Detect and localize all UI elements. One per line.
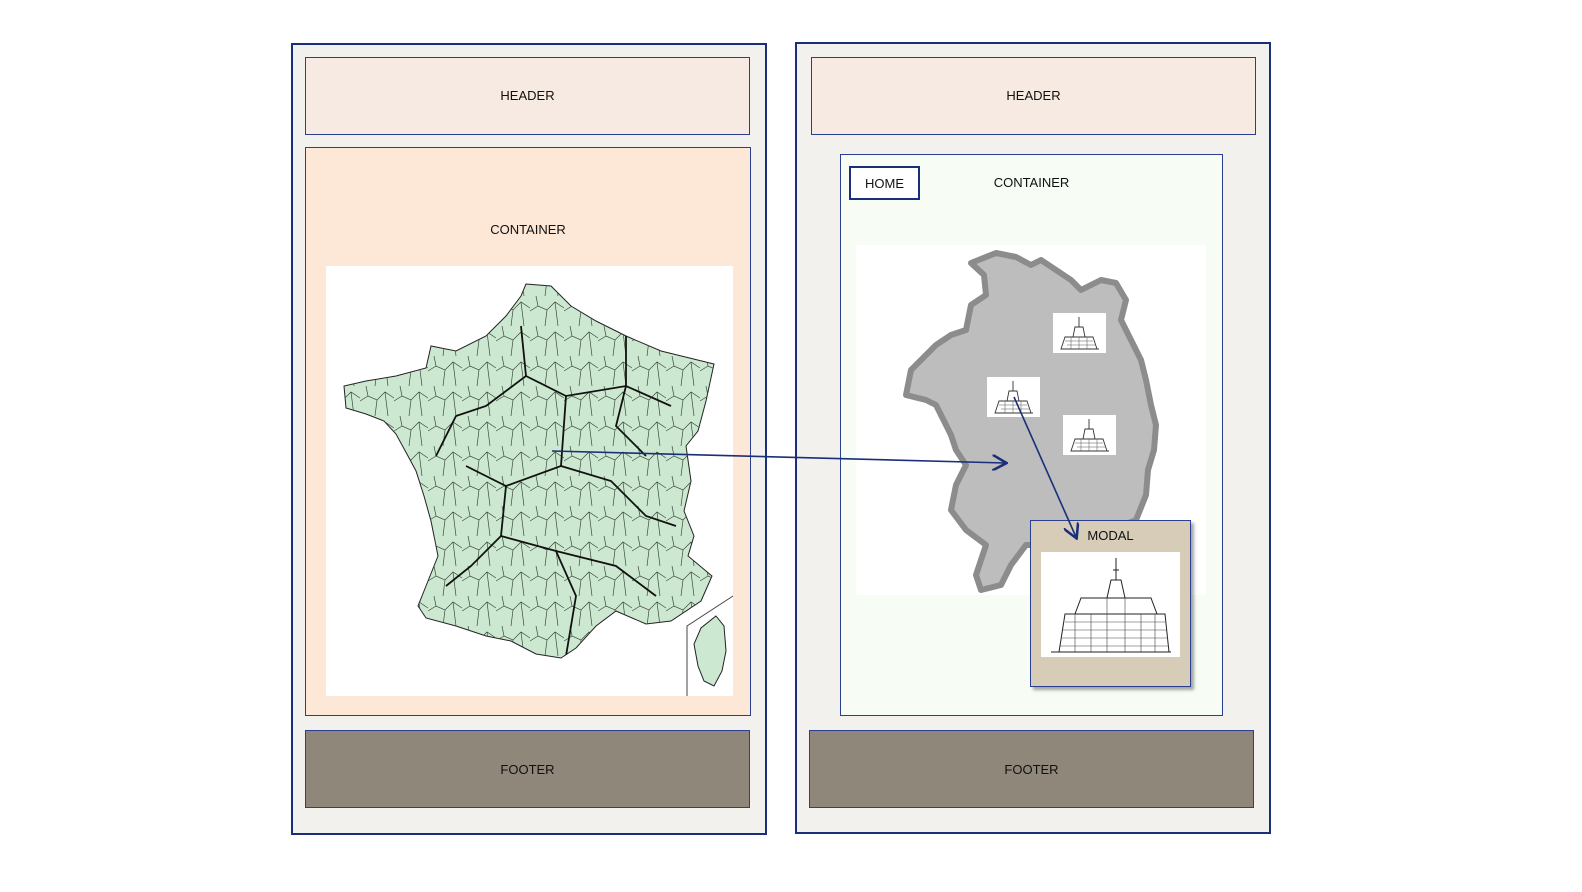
left-footer: FOOTER (305, 730, 750, 808)
home-button[interactable]: HOME (849, 166, 920, 200)
left-footer-label: FOOTER (500, 762, 555, 777)
monument-marker-3[interactable] (1063, 415, 1116, 455)
right-container-label: CONTAINER (993, 175, 1070, 190)
left-container-label: CONTAINER (490, 222, 566, 237)
monument-sketch-icon (1051, 558, 1171, 653)
france-map-image (343, 283, 734, 696)
right-header-label: HEADER (1006, 88, 1061, 103)
monument-sketch-icon (1070, 419, 1109, 452)
corsica-island (693, 615, 727, 687)
left-header: HEADER (305, 57, 750, 135)
monument-sketch-icon (994, 381, 1033, 414)
right-footer: FOOTER (809, 730, 1254, 808)
right-header: HEADER (811, 57, 1256, 135)
modal-label: MODAL (1087, 528, 1134, 543)
france-map[interactable] (326, 266, 734, 696)
right-footer-label: FOOTER (1004, 762, 1059, 777)
monument-sketch-icon (1060, 317, 1099, 350)
left-header-label: HEADER (500, 88, 555, 103)
corsica-separator (686, 595, 734, 696)
monument-marker-2[interactable] (987, 377, 1040, 417)
monument-marker-1[interactable] (1053, 313, 1106, 353)
modal-monument-image (1041, 552, 1180, 657)
